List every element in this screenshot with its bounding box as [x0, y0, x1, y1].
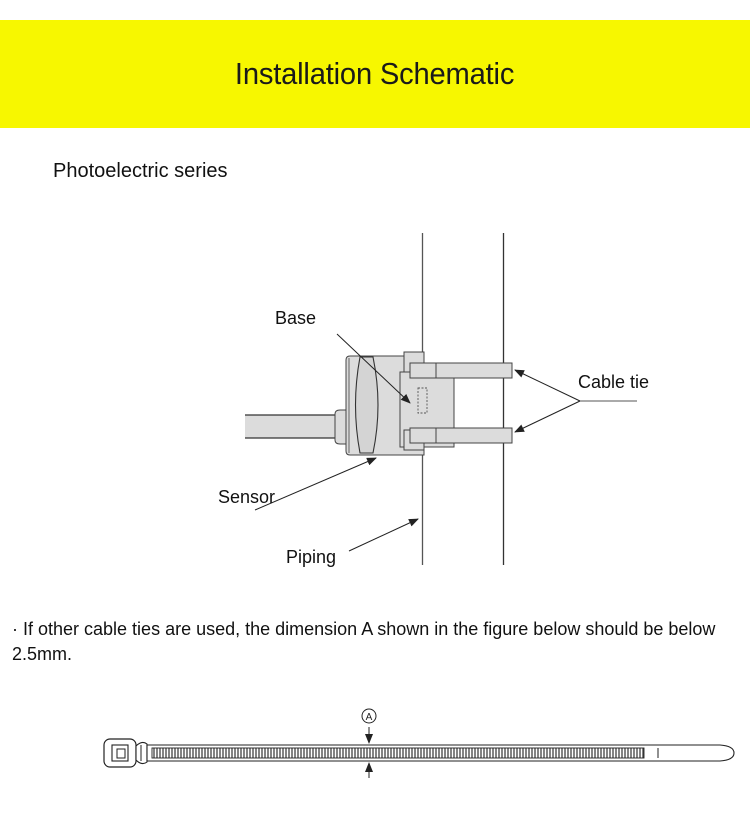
- sensor-cable: [245, 409, 351, 445]
- label-sensor: Sensor: [218, 487, 276, 507]
- label-cable-tie: Cable tie: [578, 372, 650, 392]
- leader-lines: [254, 333, 637, 552]
- section-subtitle: Photoelectric series: [53, 160, 228, 182]
- cable-tie-note: · If other cable ties are used, the dime…: [12, 619, 716, 664]
- dimension-a-label: A: [366, 712, 373, 723]
- page-title: Installation Schematic: [235, 56, 515, 91]
- cable-tie-figure: [103, 708, 735, 778]
- title-banner: Installation Schematic: [0, 20, 750, 128]
- cable-ties: [409, 362, 513, 444]
- label-piping: Piping: [286, 547, 337, 567]
- label-base: Base: [275, 308, 317, 328]
